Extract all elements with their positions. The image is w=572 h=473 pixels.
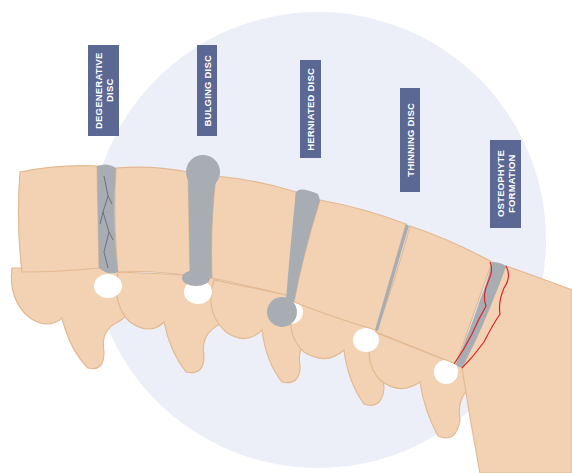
tag-label: DEGENERATIVE DISC <box>93 45 115 136</box>
label-tag: THINNING DISC <box>400 88 420 192</box>
tag-label: BULGING DISC <box>202 55 213 127</box>
label-tag: DEGENERATIVE DISC <box>88 45 119 136</box>
label-tag: BULGING DISC <box>197 45 217 136</box>
osteophyte-outline <box>454 262 509 368</box>
tag-label: HERNIATED DISC <box>305 68 316 151</box>
disc-crack <box>100 176 113 268</box>
label-tag: OSTEOPHYTE FORMATION <box>490 140 521 228</box>
label-tag: HERNIATED DISC <box>300 60 321 158</box>
tag-label: THINNING DISC <box>405 103 416 177</box>
tag-label: OSTEOPHYTE FORMATION <box>495 140 517 228</box>
disc <box>97 155 506 368</box>
